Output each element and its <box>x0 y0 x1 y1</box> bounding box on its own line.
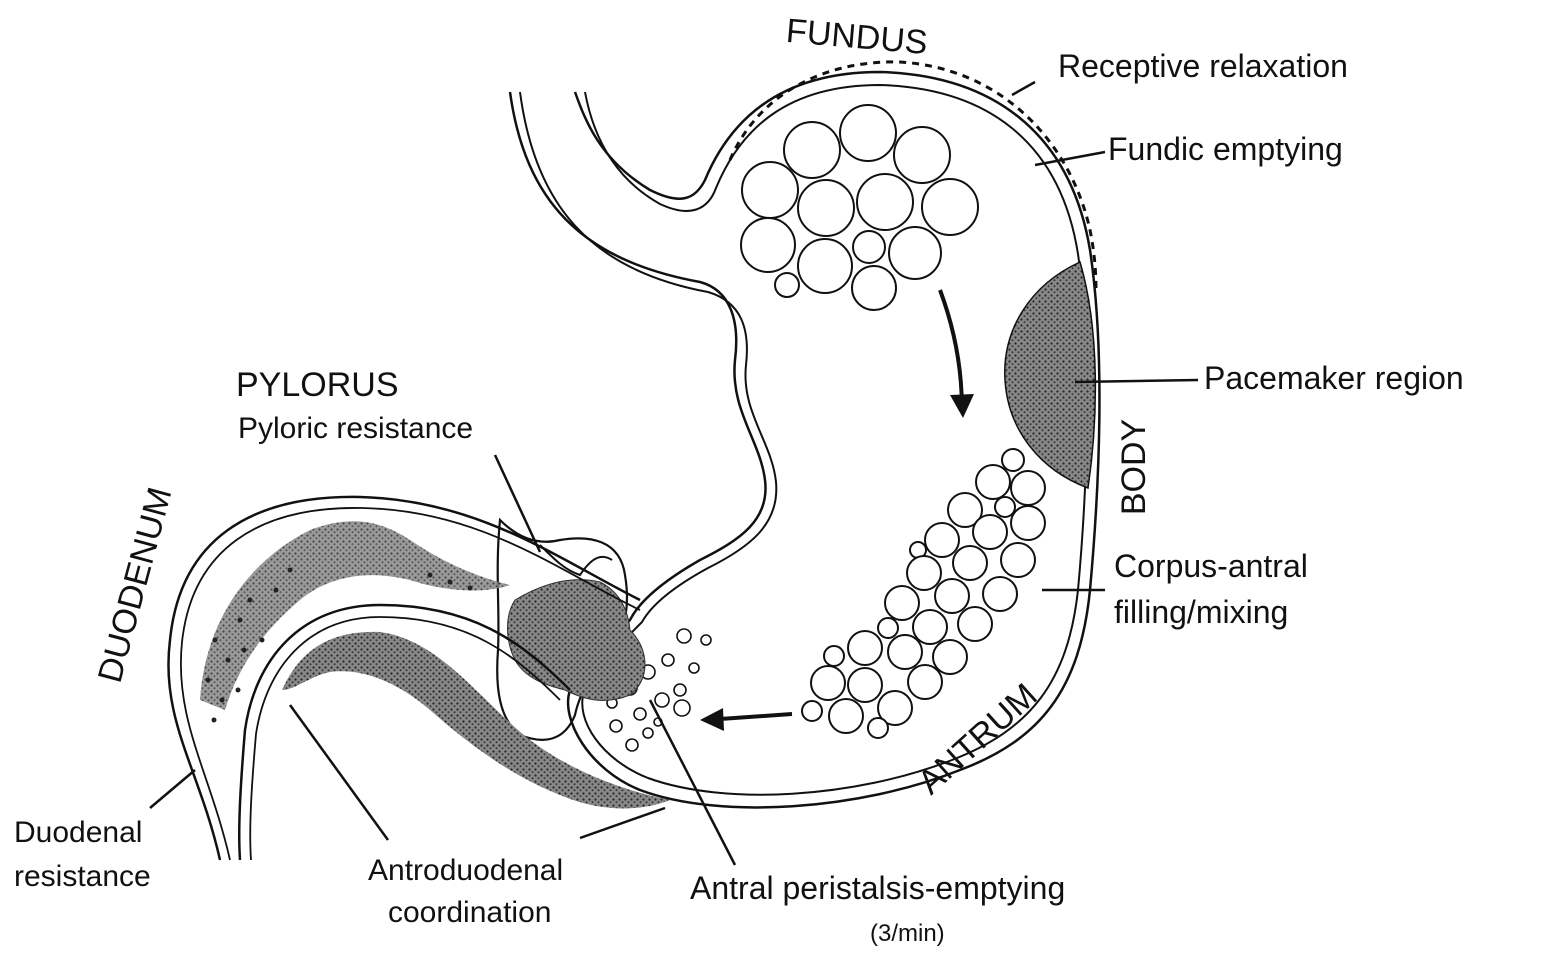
receptive-relaxation-label: Receptive relaxation <box>1058 50 1348 82</box>
pacemaker-region-label: Pacemaker region <box>1204 362 1464 394</box>
antral-peristalsis-label: Antral peristalsis-emptying <box>690 872 1065 904</box>
corpus-antral-label-line2: filling/mixing <box>1114 596 1288 628</box>
mixing-arrow <box>940 290 962 410</box>
antroduodenal-label-line1: Antroduodenal <box>368 856 563 886</box>
pyloric-resistance-label: Pyloric resistance <box>238 414 473 444</box>
corpus-antral-label-line1: Corpus-antral <box>1114 550 1308 582</box>
antral-rate-label: (3/min) <box>870 922 945 946</box>
duodenal-resistance-label-line2: resistance <box>14 862 151 892</box>
emptying-arrow <box>720 714 792 719</box>
fundic-emptying-label: Fundic emptying <box>1108 133 1343 165</box>
antroduodenal-label-line2: coordination <box>388 898 551 928</box>
fundus-bubbles <box>741 105 978 310</box>
pyloric-chyme <box>508 580 646 701</box>
pylorus-label: PYLORUS <box>236 368 399 402</box>
body-label: BODY <box>1117 419 1151 515</box>
duodenal-resistance-label-line1: Duodenal <box>14 818 142 848</box>
